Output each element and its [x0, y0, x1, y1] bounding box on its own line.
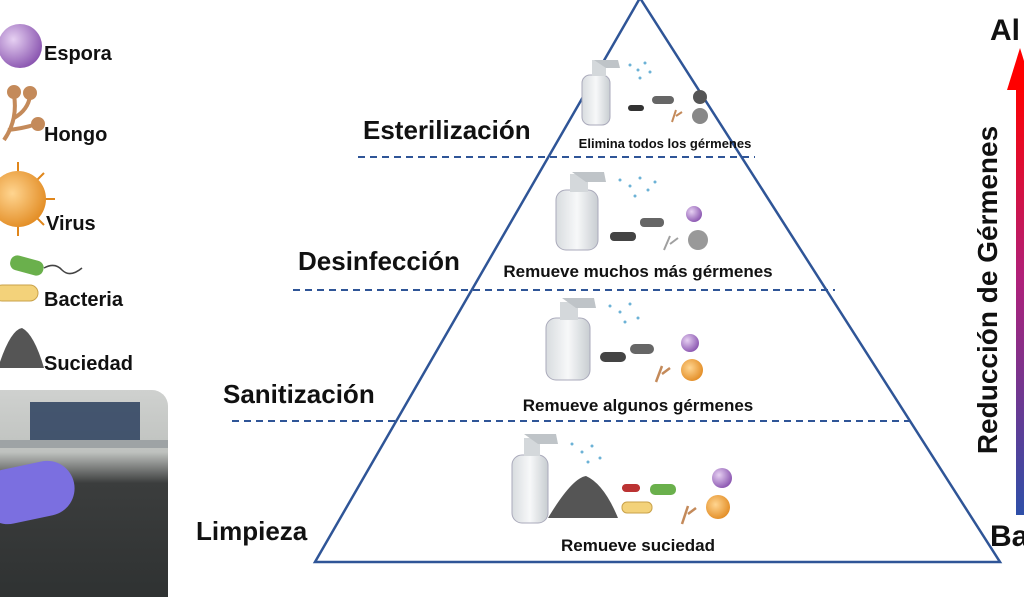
cleaning-photo: [0, 390, 168, 597]
tier-caption-limpieza: Remueve suciedad: [560, 536, 715, 555]
tier-caption-esterilizacion: Elimina todos los gérmenes: [578, 136, 752, 151]
reduction-arrow: [1007, 48, 1024, 515]
spore-icon: [0, 24, 42, 68]
virus-icon: [0, 162, 55, 236]
tier3-illustration: [545, 298, 703, 383]
tier4-illustration: [511, 434, 732, 525]
legend-label-espora: Espora: [44, 43, 112, 65]
level-label-sanitizacion: Sanitización: [223, 379, 375, 409]
level-label-limpieza: Limpieza: [196, 516, 308, 546]
tier1-illustration: [581, 60, 708, 126]
level-label-desinfeccion: Desinfección: [298, 246, 460, 276]
legend-label-hongo: Hongo: [44, 124, 108, 146]
fungus-icon: [2, 85, 45, 142]
axis-top-label: Al: [990, 14, 1020, 47]
pyramid-outline: [312, 0, 1003, 564]
dirt-icon: [0, 328, 44, 368]
legend-label-suciedad: Suciedad: [44, 353, 133, 375]
level-label-esterilizacion: Esterilización: [363, 115, 531, 145]
legend-label-bacteria: Bacteria: [44, 289, 123, 311]
tier-caption-sanitizacion: Remueve algunos gérmenes: [522, 396, 754, 415]
bacteria-icon: [0, 255, 83, 302]
axis-bottom-label: Ba: [990, 520, 1024, 553]
tier2-illustration: [555, 172, 708, 251]
axis-title: Reducción de Gérmenes: [972, 125, 1003, 455]
legend-label-virus: Virus: [46, 213, 96, 235]
tier-caption-desinfeccion: Remueve muchos más gérmenes: [503, 262, 773, 281]
